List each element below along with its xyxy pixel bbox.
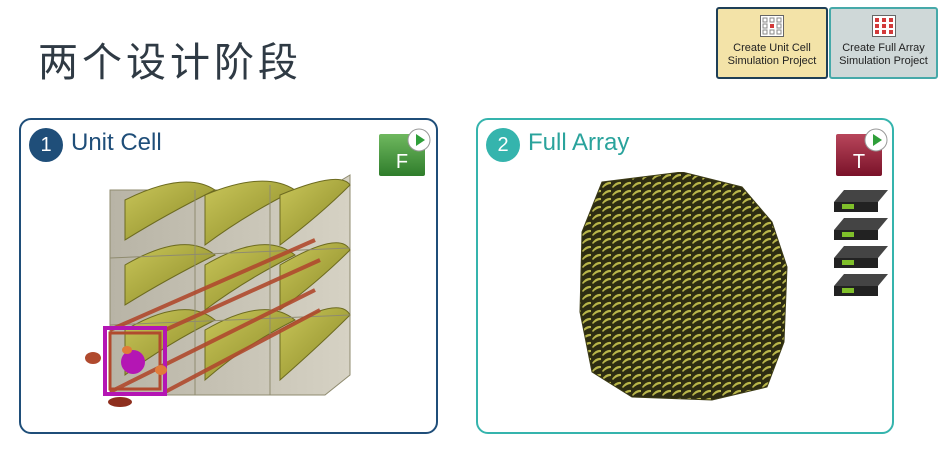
solver-letter-f: F — [395, 151, 409, 173]
full-array-title: Full Array — [528, 129, 630, 156]
page-title: 两个设计阶段 — [38, 40, 302, 86]
time-domain-solver-button[interactable]: T — [836, 128, 888, 176]
unit-cell-panel[interactable]: 1 Unit Cell F — [19, 118, 438, 434]
unit-cell-label-line1: Create Unit Cell — [733, 42, 811, 54]
step-badge-2: 2 — [486, 128, 520, 162]
play-icon — [407, 128, 431, 152]
full-array-model-image — [579, 172, 788, 401]
step-badge-1: 1 — [29, 128, 63, 162]
play-icon — [864, 128, 888, 152]
frequency-solver-button[interactable]: F — [379, 128, 431, 176]
unit-cell-label-line2: Simulation Project — [727, 55, 817, 67]
create-full-array-button[interactable]: Create Full Array Simulation Project — [829, 7, 938, 79]
unit-cell-grid-icon — [760, 15, 784, 37]
full-array-grid-icon — [871, 15, 896, 37]
full-array-panel[interactable]: 2 Full Array T — [476, 118, 894, 434]
full-array-label-line2: Simulation Project — [839, 55, 928, 67]
create-unit-cell-button[interactable]: Create Unit Cell Simulation Project — [716, 7, 828, 79]
unit-cell-model-image — [85, 174, 351, 407]
unit-cell-title: Unit Cell — [71, 129, 162, 156]
full-array-label-line1: Create Full Array — [842, 42, 925, 54]
solver-letter-t: T — [852, 151, 866, 173]
gpu-card-icon — [834, 190, 888, 296]
